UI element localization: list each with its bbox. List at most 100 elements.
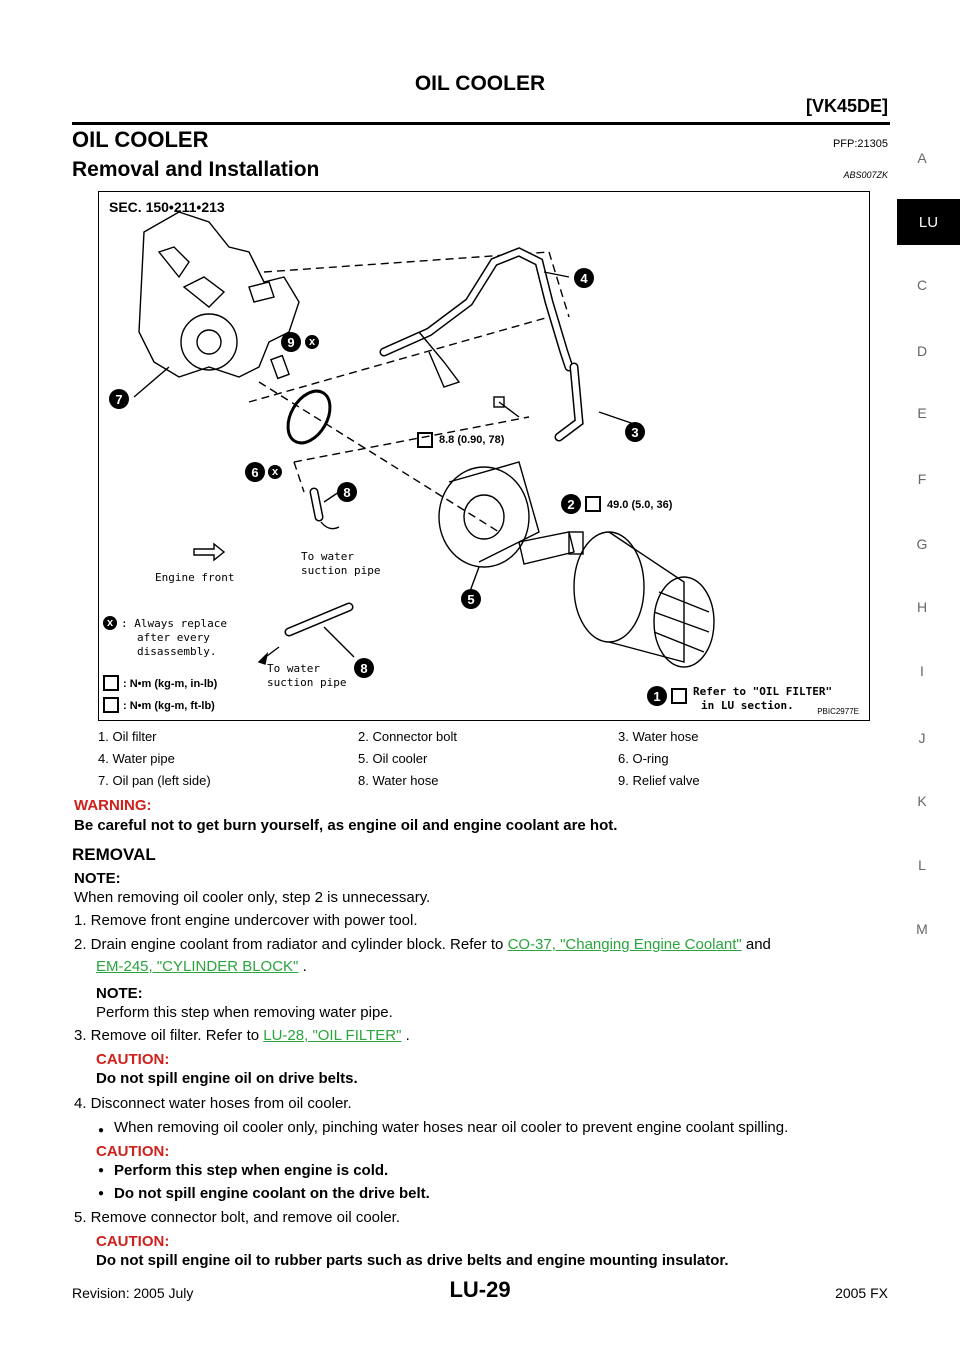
torque-value-bolt: 8.8 (0.90, 78)	[439, 434, 505, 446]
subsection-title: Removal and Installation	[72, 158, 320, 181]
caution-1-label: CAUTION:	[96, 1051, 170, 1068]
subsection-code: ABS007ZK	[843, 170, 888, 180]
side-index-active-lu[interactable]: LU	[897, 199, 960, 245]
part-item: 5. Oil cooler	[358, 750, 428, 766]
oil-cooler-diagram	[133, 211, 715, 668]
part-item: 7. Oil pan (left side)	[98, 772, 211, 788]
refer-oil-filter-line1: Refer to "OIL FILTER"	[693, 685, 833, 698]
side-index-m[interactable]: M	[916, 921, 928, 937]
side-index-j[interactable]: J	[918, 730, 926, 746]
section-title: OIL COOLER	[72, 127, 209, 152]
figure-code: PBIC2977E	[817, 707, 859, 716]
caution-1-text: Do not spill engine oil on drive belts.	[96, 1070, 358, 1087]
step-3-text: 3. Remove oil filter. Refer to	[74, 1027, 260, 1044]
caution-3-label: CAUTION:	[96, 1233, 170, 1250]
step-3: 3. Remove oil filter. Refer to LU-28, "O…	[74, 1026, 410, 1046]
to-water-suction-label-2: To water	[267, 662, 320, 675]
replace-icon: x	[103, 616, 117, 630]
note-text: When removing oil cooler only, step 2 is…	[74, 889, 431, 906]
side-index-e[interactable]: E	[917, 405, 927, 421]
step-2-text: 2. Drain engine coolant from radiator an…	[74, 936, 504, 953]
callout-1: 1	[647, 686, 667, 706]
link-lu-28[interactable]: LU-28, "OIL FILTER"	[263, 1027, 402, 1044]
legend-nm-in-lb: : N•m (kg-m, in-lb)	[123, 678, 218, 690]
parts-row: 1. Oil filter 2. Connector bolt 3. Water…	[98, 725, 870, 747]
part-item: 6. O-ring	[618, 750, 669, 766]
part-item: 8. Water hose	[358, 772, 439, 788]
footer-model: 2005 FX	[835, 1285, 888, 1301]
refer-oil-filter-line2: in LU section.	[701, 699, 794, 712]
header-rule	[72, 122, 890, 125]
parts-list: 1. Oil filter 2. Connector bolt 3. Water…	[98, 725, 870, 791]
side-index-f[interactable]: F	[917, 471, 927, 487]
part-item: 1. Oil filter	[98, 728, 157, 744]
step-2-note-text: Perform this step when removing water pi…	[96, 1004, 393, 1021]
exploded-view-figure: SEC. 150•211•213	[98, 191, 870, 721]
side-index-c[interactable]: C	[916, 277, 928, 293]
link-co-37[interactable]: CO-37, "Changing Engine Coolant"	[507, 936, 742, 953]
side-index-a[interactable]: A	[917, 150, 927, 166]
link-em-245[interactable]: EM-245, "CYLINDER BLOCK"	[96, 958, 299, 975]
part-item: 4. Water pipe	[98, 750, 175, 766]
step-5: 5. Remove connector bolt, and remove oil…	[74, 1209, 401, 1226]
torque-ft-lb-icon	[103, 697, 119, 713]
step-2-end: .	[302, 958, 307, 975]
legend-nm-ft-lb: : N•m (kg-m, ft-lb)	[123, 700, 215, 712]
caution-3-text: Do not spill engine oil to rubber parts …	[96, 1252, 729, 1269]
step-1: 1. Remove front engine undercover with p…	[74, 912, 418, 929]
callout-8: 8	[337, 482, 357, 502]
callout-6: 6	[245, 462, 265, 482]
callout-2: 2	[561, 494, 581, 514]
parts-row: 7. Oil pan (left side) 8. Water hose 9. …	[98, 769, 870, 791]
torque-value-connector: 49.0 (5.0, 36)	[607, 499, 673, 511]
warning-label: WARNING:	[74, 797, 152, 814]
side-index-h[interactable]: H	[916, 599, 928, 615]
step-2-cont: EM-245, "CYLINDER BLOCK" .	[96, 957, 307, 977]
engine-front-label: Engine front	[155, 571, 235, 584]
part-item: 9. Relief valve	[618, 772, 700, 788]
part-item: 2. Connector bolt	[358, 728, 458, 744]
parts-row: 4. Water pipe 5. Oil cooler 6. O-ring	[98, 747, 870, 769]
side-index-k[interactable]: K	[917, 793, 927, 809]
callout-4: 4	[574, 268, 594, 288]
page-header-title: OIL COOLER	[414, 72, 546, 95]
side-index-i[interactable]: I	[920, 663, 924, 679]
replace-icon: x	[268, 465, 282, 479]
callout-9: 9	[281, 332, 301, 352]
step-4-bullet: When removing oil cooler only, pinching …	[98, 1118, 788, 1141]
engine-model-label: [VK45DE]	[805, 96, 888, 116]
legend-replace-line3: disassembly.	[137, 645, 217, 658]
legend-replace-line1: : Always replace	[121, 617, 227, 630]
to-water-suction-label-2b: suction pipe	[267, 676, 347, 689]
step-4: 4. Disconnect water hoses from oil coole…	[74, 1095, 352, 1112]
callout-7: 7	[109, 389, 129, 409]
torque-ft-lb-icon	[585, 496, 601, 512]
warning-text: Be careful not to get burn yourself, as …	[74, 817, 618, 834]
step-2-note-label: NOTE:	[96, 985, 143, 1002]
note-label: NOTE:	[74, 870, 121, 887]
step-3-end: .	[405, 1027, 410, 1044]
step-2: 2. Drain engine coolant from radiator an…	[74, 935, 890, 955]
removal-title: REMOVAL	[72, 845, 156, 864]
footer-revision: Revision: 2005 July	[72, 1285, 194, 1301]
step-2-and: and	[745, 936, 771, 953]
torque-in-lb-icon	[103, 675, 119, 691]
section-code: PFP:21305	[832, 138, 888, 150]
caution-2-bullet-2: Do not spill engine coolant on the drive…	[98, 1185, 430, 1202]
side-index-l[interactable]: L	[918, 857, 926, 873]
part-item: 3. Water hose	[618, 728, 699, 744]
callout-5: 5	[461, 589, 481, 609]
caution-2-label: CAUTION:	[96, 1143, 170, 1160]
callout-3: 3	[625, 422, 645, 442]
side-index-d[interactable]: D	[916, 343, 928, 359]
torque-ft-lb-icon	[671, 688, 687, 704]
replace-icon: x	[305, 335, 319, 349]
figure-sec-label: SEC. 150•211•213	[109, 199, 225, 215]
to-water-suction-label-1: To water	[301, 550, 354, 563]
caution-2-bullet-1: Perform this step when engine is cold.	[98, 1162, 388, 1179]
callout-8: 8	[354, 658, 374, 678]
side-index-g[interactable]: G	[916, 536, 928, 552]
footer-page-number: LU-29	[449, 1277, 511, 1302]
to-water-suction-label-1b: suction pipe	[301, 564, 381, 577]
legend-replace-line2: after every	[137, 631, 210, 644]
